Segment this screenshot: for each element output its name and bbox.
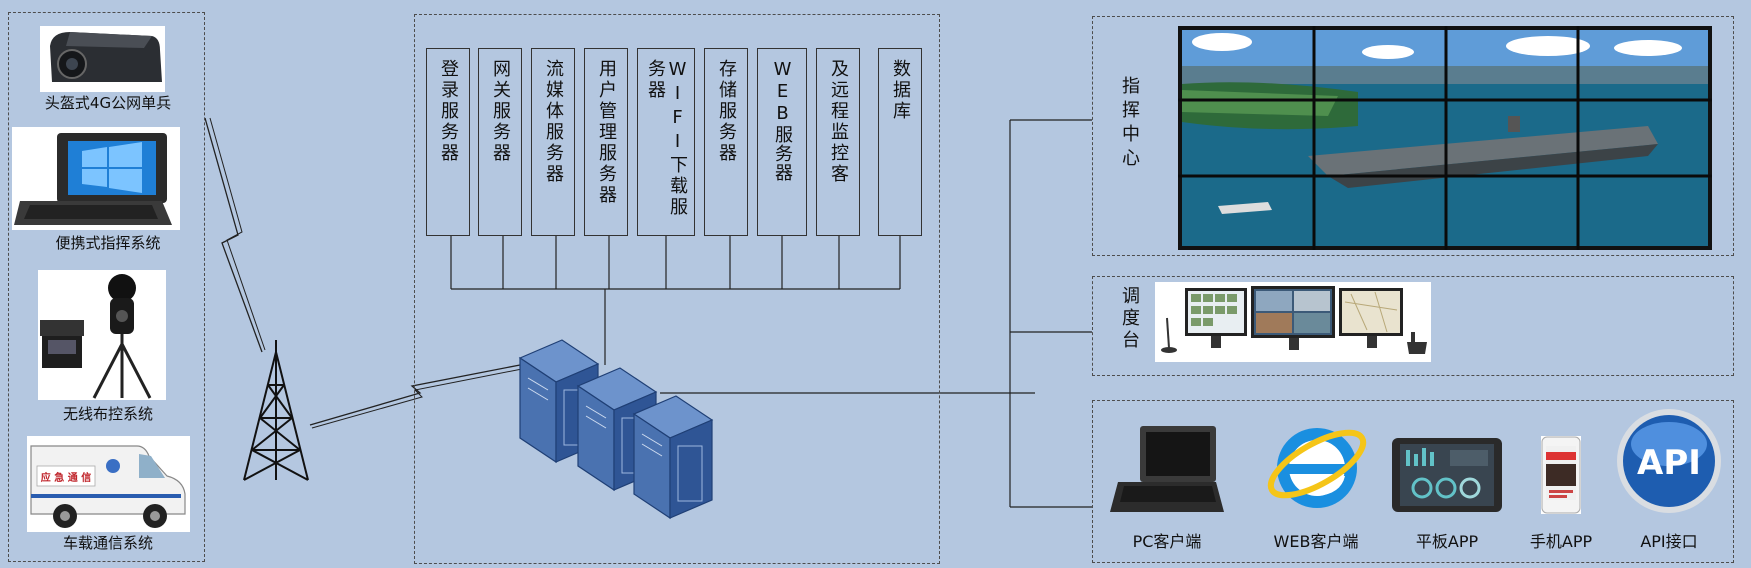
helmet-camera-icon <box>40 26 165 92</box>
wireless-link-devices-2 <box>209 117 266 351</box>
server-database: 数据库 <box>878 48 922 236</box>
wireless-link-devices <box>204 117 263 353</box>
server-remote-monitoring: 及远程监控客 <box>816 48 860 236</box>
server-streaming-media: 流媒体服务器 <box>531 48 575 236</box>
vehicle-sign-text: 应 急 通 信 <box>41 471 91 484</box>
server-racks-icon <box>518 339 714 520</box>
rugged-laptop-icon <box>12 127 180 230</box>
server-storage: 存储服务器 <box>704 48 748 236</box>
server-user-management: 用户管理服务器 <box>584 48 628 236</box>
video-wall-icon <box>1178 26 1712 250</box>
server-drop-lines <box>450 236 901 365</box>
tablet-icon <box>1390 436 1504 514</box>
client-label-3: 手机APP <box>1529 532 1593 551</box>
dispatch-console-panel <box>1092 276 1734 376</box>
smartphone-icon <box>1541 436 1581 514</box>
api-badge-text: API <box>1637 443 1701 483</box>
clients-panel <box>1092 400 1734 563</box>
client-label-2: 平板APP <box>1415 532 1479 551</box>
server-cluster-panel <box>414 14 940 564</box>
field-device-label-2: 无线布控系统 <box>62 405 153 423</box>
command-center-panel <box>1092 16 1734 256</box>
dispatch-console-icon <box>1155 282 1431 362</box>
emergency-vehicle-icon: 应 急 通 信 <box>27 436 190 532</box>
client-label-4: API接口 <box>1640 532 1698 551</box>
internet-explorer-icon <box>1263 414 1369 518</box>
laptop-icon <box>1108 424 1226 516</box>
dispatch-console-label: 调度台 <box>1119 286 1140 352</box>
server-web: WEB服务器 <box>757 48 807 236</box>
radio-tower-icon <box>243 340 309 481</box>
client-label-0: PC客户端 <box>1132 532 1202 551</box>
field-device-label-3: 车载通信系统 <box>62 534 153 552</box>
wireless-link-servers-2 <box>311 368 523 429</box>
server-login: 登录服务器 <box>426 48 470 236</box>
surveillance-tripod-icon <box>38 270 166 400</box>
field-device-label-0: 头盔式4G公网单兵 <box>44 94 172 112</box>
command-center-label: 指挥中心 <box>1119 76 1140 172</box>
server-gateway: 网关服务器 <box>478 48 522 236</box>
client-label-1: WEB客户端 <box>1273 532 1359 551</box>
api-icon: API <box>1616 408 1722 514</box>
field-devices-panel <box>8 12 205 562</box>
field-device-label-1: 便携式指挥系统 <box>55 234 161 252</box>
server-wifi-download: WIFI下载服务器 <box>637 48 695 236</box>
